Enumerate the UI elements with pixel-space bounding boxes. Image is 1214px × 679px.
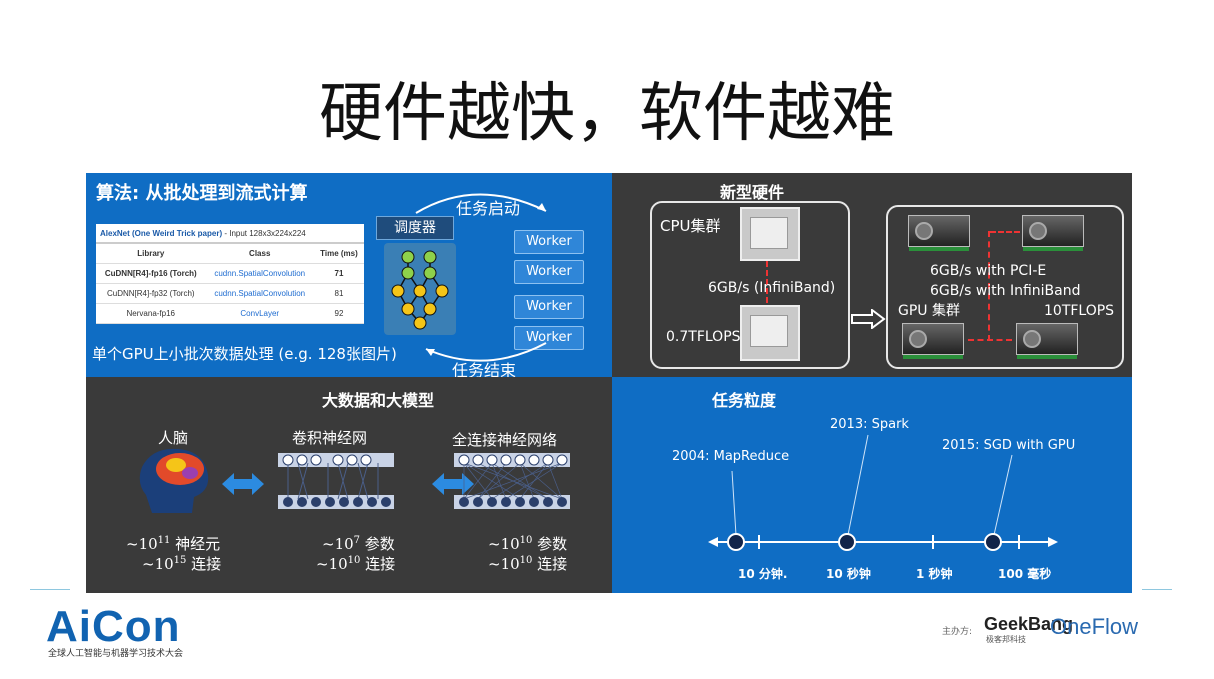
pcie-label: 6GB/s with PCI-E [930, 263, 1047, 279]
infiniband-label: 6GB/s (InfiniBand) [708, 280, 836, 296]
fcn-diagram-icon [454, 453, 570, 509]
cpu-cluster-label: CPU集群 [660, 217, 721, 235]
timeline-tick-label: 100 毫秒 [998, 567, 1052, 581]
task-start-arrow-icon [415, 193, 547, 214]
cpu-cluster-box [650, 201, 850, 369]
table-caption: AlexNet (One Weird Trick paper) - Input … [96, 224, 364, 244]
cpu-flops-label: 0.7TFLOPS [666, 329, 741, 345]
timeline-dot [984, 533, 1002, 551]
brain-neurons: ~1011 神经元 [126, 535, 221, 553]
timeline-dot [838, 533, 856, 551]
geekbang-logo: GeekBang [984, 614, 1074, 634]
timeline-event: 2015: SGD with GPU [942, 438, 1076, 453]
fcn-label: 全连接神经网络 [452, 431, 558, 449]
brain-icon [139, 448, 209, 513]
worker-box: Worker [514, 230, 584, 254]
pcie-link [990, 231, 1020, 233]
timeline-tick [758, 535, 760, 549]
timeline-tick [1018, 535, 1020, 549]
oneflow-logo: OneFlow [1050, 614, 1139, 639]
arrow-right-icon [851, 309, 886, 329]
task-start-label: 任务启动 [456, 199, 521, 218]
panel-title: 任务粒度 [712, 391, 777, 410]
gpu-cluster-box [886, 205, 1124, 369]
timeline-dot [727, 533, 745, 551]
table-row: CuDNN[R4]-fp16 (Torch) cudnn.SpatialConv… [96, 263, 364, 284]
table-row: CuDNN[R4]-fp32 (Torch) cudnn.SpatialConv… [96, 283, 364, 304]
timeline-tick-label: 10 秒钟 [826, 567, 871, 581]
gpu-card-icon [1016, 323, 1078, 359]
timeline-tick [932, 535, 934, 549]
aicon-logo: AiCon [46, 602, 181, 651]
cnn-label: 卷积神经网 [292, 429, 368, 447]
gpu-card-icon [902, 323, 964, 359]
host-label: 主办方: [942, 627, 973, 637]
cnn-links: ~1010 连接 [316, 555, 396, 573]
worker-box: Worker [514, 326, 584, 350]
gpu-link [968, 339, 1012, 341]
worker-box: Worker [514, 295, 584, 319]
panel-title: 算法: 从批处理到流式计算 [96, 183, 308, 204]
brain-label: 人脑 [158, 429, 189, 447]
gpu-infiniband-label: 6GB/s with InfiniBand [930, 283, 1081, 299]
aicon-logo-subtitle: 全球人工智能与机器学习技术大会 [48, 649, 184, 659]
cnn-params: ~107 参数 [322, 535, 395, 553]
timeline-event: 2004: MapReduce [672, 449, 790, 464]
panel-big-data: 大数据和大模型 人脑 卷积神经网 全连接神经网络 [86, 377, 612, 593]
timeline-tick-label: 1 秒钟 [916, 567, 953, 581]
cnn-diagram-icon [278, 453, 394, 509]
divider [30, 589, 70, 590]
task-end-label: 任务结束 [452, 361, 517, 377]
header-library: Library [96, 243, 206, 264]
gpu-card-icon [1022, 215, 1084, 251]
gpu-link [988, 231, 990, 341]
panel-title: 大数据和大模型 [322, 391, 435, 410]
header-class: Class [205, 243, 314, 264]
gpu-cluster-label: GPU 集群 [898, 303, 960, 319]
double-arrow-icon [222, 473, 264, 495]
timeline-leaders [708, 434, 1058, 547]
panel-title: 新型硬件 [720, 183, 785, 202]
worker-box: Worker [514, 260, 584, 284]
gpu-card-icon [908, 215, 970, 251]
brain-links: ~1015 连接 [142, 555, 222, 573]
header-time: Time (ms) [313, 243, 364, 264]
geekbang-subtitle: 极客邦科技 [986, 635, 1026, 644]
table-row: Nervana-fp16 ConvLayer 92 [96, 303, 364, 324]
fcn-links: ~1010 连接 [488, 555, 568, 573]
panel-task-granularity: 任务粒度 2004: MapReduce 2013: Spark 2015: S… [612, 377, 1132, 593]
infiniband-link [766, 261, 770, 303]
page-title: 硬件越快，软件越难 [319, 77, 895, 151]
divider [1142, 589, 1172, 590]
benchmark-table: AlexNet (One Weird Trick paper) - Input … [96, 224, 364, 324]
cpu-chip-icon [740, 305, 800, 361]
timeline-event: 2013: Spark [830, 417, 909, 432]
fcn-params: ~1010 参数 [488, 535, 568, 553]
double-arrow-icon [432, 473, 474, 495]
cpu-chip-icon [740, 207, 800, 261]
gpu-flops-label: 10TFLOPS [1044, 303, 1115, 319]
task-end-arrow-icon [425, 342, 547, 362]
panel-hardware: 新型硬件 CPU集群 6GB/s (InfiniBand) 0.7TFLOPS … [612, 173, 1132, 377]
panel-caption: 单个GPU上小批次数据处理 (e.g. 128张图片) [92, 345, 397, 363]
timeline-tick-label: 10 分钟. [738, 567, 788, 581]
panel-algorithm: 算法: 从批处理到流式计算 AlexNet (One Weird Trick p… [86, 173, 612, 377]
scheduler-box: 调度器 [376, 216, 454, 240]
dataflow-graph-icon [384, 243, 456, 335]
